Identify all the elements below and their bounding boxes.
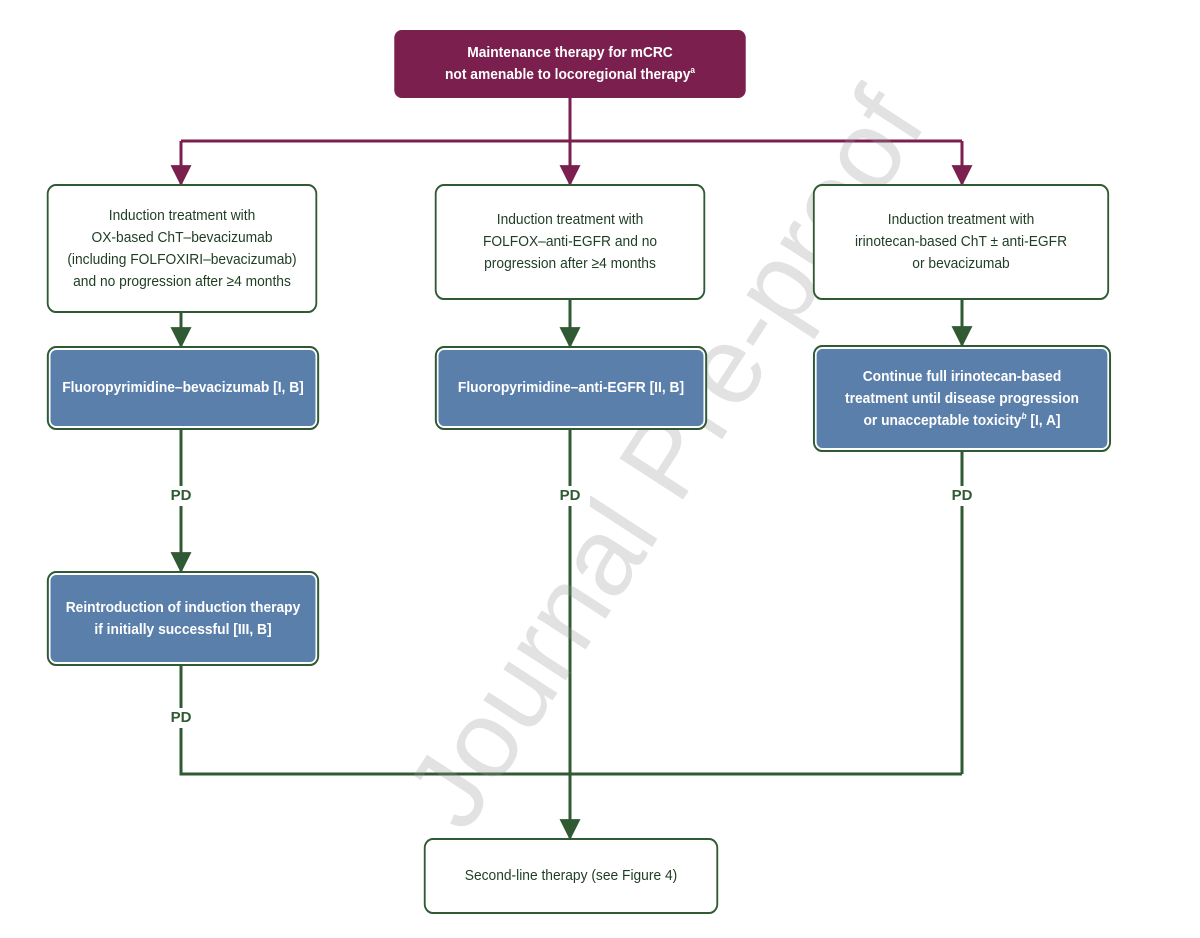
right-induction-line-1: Induction treatment with bbox=[887, 211, 1035, 228]
left-induction-line-3: (including FOLFOXIRI–bevacizumab) bbox=[67, 250, 297, 268]
left-reintro-to-merge bbox=[179, 666, 962, 776]
top-box-maintenance-therapy: Maintenance therapy for mCRC not amenabl… bbox=[394, 30, 746, 98]
left-induction-box: Induction treatment with OX-based ChT–be… bbox=[46, 184, 318, 313]
middle-induction-line-3: progression after ≥4 months bbox=[484, 255, 656, 272]
left-induction-line-4: and no progression after ≥4 months bbox=[73, 272, 291, 290]
left-maintenance-label: Fluoropyrimidine–bevacizumab [I, B] bbox=[62, 379, 304, 396]
left-induction-line-2: OX-based ChT–bevacizumab bbox=[91, 228, 273, 246]
right-induction-line-3: or bevacizumab bbox=[912, 255, 1010, 272]
right-maintenance-line-3: or unacceptable toxicityb [I, A] bbox=[863, 410, 1061, 429]
left-reintro-line-2: if initially successful [III, B] bbox=[94, 620, 272, 638]
middle-induction-line-1: Induction treatment with bbox=[496, 211, 644, 228]
right-induction-box: Induction treatment with irinotecan-base… bbox=[812, 184, 1110, 300]
second-line-label: Second-line therapy (see Figure 4) bbox=[464, 867, 678, 884]
left-induction-line-1: Induction treatment with bbox=[108, 206, 256, 224]
footnote-a: a bbox=[690, 65, 695, 75]
top-line-1: Maintenance therapy for mCRC bbox=[467, 44, 673, 61]
middle-pd-label: PD bbox=[550, 486, 590, 506]
right-induction-line-2: irinotecan-based ChT ± anti-EGFR bbox=[854, 233, 1068, 250]
middle-induction-box: Induction treatment with FOLFOX–anti-EGF… bbox=[434, 184, 706, 300]
right-maintenance-line-2: treatment until disease progression bbox=[845, 389, 1079, 407]
right-maintenance-line-1: Continue full irinotecan-based bbox=[862, 367, 1062, 385]
left-maintenance-box: Fluoropyrimidine–bevacizumab [I, B] bbox=[46, 346, 320, 430]
left-reintroduction-box: Reintroduction of induction therapy if i… bbox=[46, 571, 320, 666]
left-pd-label-1: PD bbox=[161, 486, 201, 506]
second-line-therapy-box: Second-line therapy (see Figure 4) bbox=[423, 838, 719, 914]
middle-induction-line-2: FOLFOX–anti-EGFR and no bbox=[482, 233, 658, 250]
right-pd-label: PD bbox=[942, 486, 982, 506]
footnote-b: b bbox=[1021, 410, 1027, 421]
top-line-2: not amenable to locoregional therapya bbox=[444, 65, 695, 84]
middle-maintenance-label: Fluoropyrimidine–anti-EGFR [II, B] bbox=[457, 379, 685, 396]
middle-maintenance-box: Fluoropyrimidine–anti-EGFR [II, B] bbox=[434, 346, 708, 430]
right-maintenance-box: Continue full irinotecan-based treatment… bbox=[812, 345, 1112, 452]
left-pd-label-2: PD bbox=[161, 708, 201, 728]
left-reintro-line-1: Reintroduction of induction therapy bbox=[65, 598, 301, 616]
